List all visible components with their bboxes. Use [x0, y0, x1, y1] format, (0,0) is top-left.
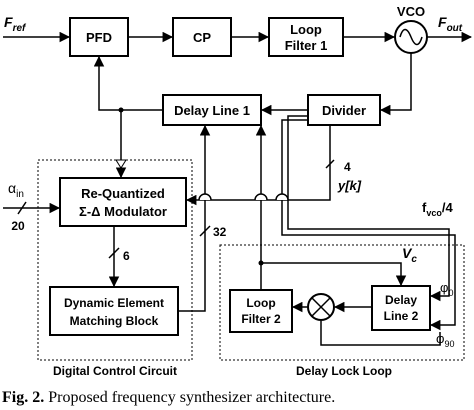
- figure-caption: Fig. 2.Proposed frequency synthesizer ar…: [2, 389, 335, 406]
- bus-20-slash: [17, 201, 27, 215]
- digital-control-region: [37, 159, 193, 361]
- divider-label: Divider: [322, 103, 366, 118]
- digital-control-label: Digital Control Circuit: [53, 364, 177, 378]
- lf2-label-1: Loop: [246, 296, 275, 310]
- modulator-label-2: Σ-Δ Modulator: [79, 204, 167, 219]
- bus-32-label: 32: [213, 225, 227, 239]
- dem-to-delay-line-1: [178, 124, 211, 312]
- yk-label: y[k]: [337, 178, 362, 193]
- phi0-label: φ0: [440, 280, 453, 298]
- cp-label: CP: [193, 30, 211, 45]
- bus-20-label: 20: [11, 219, 25, 233]
- vc-label: Vc: [402, 245, 417, 265]
- modulator-block: [59, 177, 187, 227]
- junction-dot: [118, 107, 124, 113]
- vco-label: VCO: [397, 4, 425, 19]
- dem-label-2: Matching Block: [70, 314, 159, 328]
- loop-filter-1-block: [268, 17, 344, 57]
- delay-line-2-block: [371, 285, 431, 331]
- bus-4-label: 4: [344, 160, 351, 174]
- divider-block: [307, 94, 381, 126]
- crossing-hop: [254, 193, 268, 201]
- divider-to-modulator: [185, 125, 331, 206]
- lf2-label-2: Filter 2: [241, 312, 281, 326]
- delay-line-1-label: Delay Line 1: [174, 103, 250, 118]
- dl2-label-1: Delay: [385, 293, 417, 307]
- vco-sine-icon: [399, 28, 423, 46]
- alpha-in-label: αin: [8, 180, 24, 200]
- divider-fvco4-inner: [287, 115, 450, 302]
- vco-to-divider: [379, 53, 412, 116]
- dem-label-1: Dynamic Element: [64, 296, 164, 310]
- crossing-hop: [198, 193, 212, 201]
- phi90-label: φ90: [436, 331, 454, 349]
- vc-to-delay-line-2: [261, 262, 407, 287]
- delay-lock-loop-region: [219, 244, 465, 361]
- clock-triangle-icon: [115, 159, 127, 169]
- pfd-label: PFD: [86, 30, 112, 45]
- mixer-cross-b: [311, 297, 331, 317]
- lf1-label-2: Filter 1: [285, 38, 328, 53]
- loop-filter-2-block: [229, 289, 293, 333]
- bus-4-slash: [325, 159, 335, 169]
- crossing-hop: [275, 193, 289, 201]
- dl2-label-2: Line 2: [384, 309, 419, 323]
- delay-lock-loop-label: Delay Lock Loop: [296, 364, 392, 378]
- bus-32-slash: [199, 225, 211, 237]
- phi90-to-mixer: [320, 321, 441, 346]
- lf1-label-1: Loop: [290, 22, 322, 37]
- fvco4-label: fvco/4: [422, 200, 453, 218]
- delay-line-1-to-pfd: [93, 55, 163, 111]
- bus-6-label: 6: [123, 249, 130, 263]
- bus-6-slash: [108, 247, 120, 259]
- fref-label: Fref: [4, 14, 27, 34]
- modulator-label-1: Re-Quantized: [81, 186, 165, 201]
- dem-block: [49, 286, 179, 336]
- fout-label: Fout: [438, 14, 463, 34]
- divider-fvco4-outer: [281, 119, 456, 331]
